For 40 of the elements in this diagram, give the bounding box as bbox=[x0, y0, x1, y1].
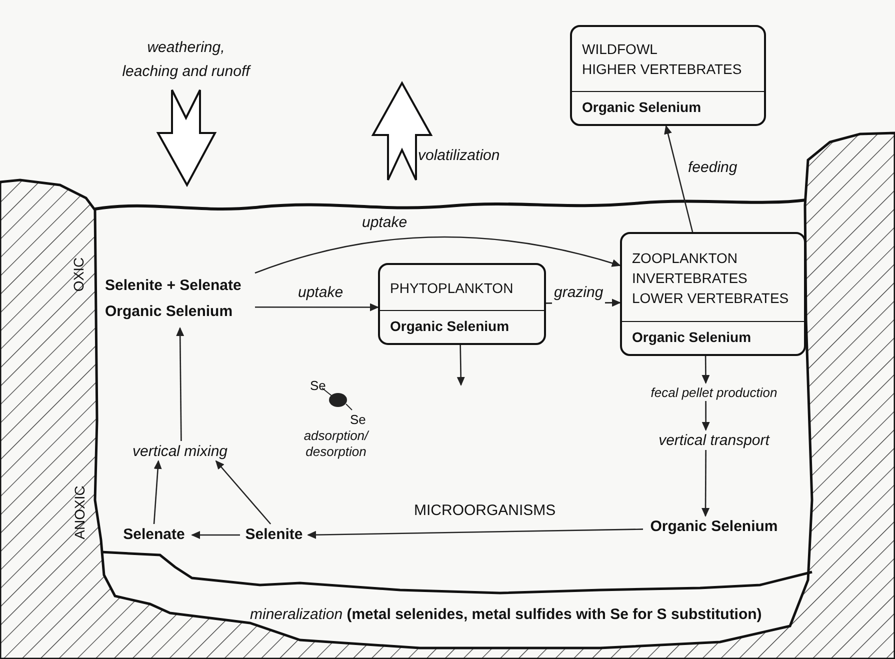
organism-label: PHYTOPLANKTON bbox=[390, 278, 514, 298]
process-label: volatilization bbox=[418, 146, 501, 166]
arrow bbox=[254, 236, 621, 274]
arrow bbox=[215, 460, 272, 524]
compartment-box bbox=[570, 25, 766, 126]
arrow bbox=[702, 356, 710, 384]
zone-label: OXIC bbox=[70, 256, 88, 294]
node-text: Organic Selenium bbox=[105, 302, 234, 322]
organism-label: ZOOPLANKTON bbox=[632, 248, 739, 268]
compound-label: Organic Selenium bbox=[632, 329, 752, 345]
node-text: vertical transport bbox=[646, 430, 782, 450]
arrow bbox=[702, 450, 710, 517]
arrow bbox=[664, 125, 694, 232]
node-text: fecal pellet production bbox=[632, 383, 796, 401]
compartment-box bbox=[620, 232, 806, 356]
arrow bbox=[702, 401, 710, 431]
arrow bbox=[191, 531, 240, 539]
node-text: Selenite + Selenate bbox=[105, 276, 242, 296]
process-label: weathering, leaching and runoff bbox=[121, 38, 252, 82]
organism-label: LOWER VERTEBRATES bbox=[632, 288, 790, 308]
node-text: adsorption/ desorption bbox=[294, 428, 378, 460]
node-text: Selenite bbox=[240, 524, 308, 546]
element-label: Se bbox=[350, 411, 367, 429]
arrow bbox=[307, 528, 644, 539]
arrow bbox=[153, 460, 162, 524]
node-text: vertical mixing bbox=[120, 441, 240, 461]
organism-label: WILDFOWL bbox=[582, 40, 658, 59]
compartment-box bbox=[378, 263, 546, 345]
zone-label: ANOXIC bbox=[70, 484, 88, 542]
node-text: Organic Selenium bbox=[643, 516, 785, 538]
compound-label: Organic Selenium bbox=[390, 318, 510, 334]
node-text: Selenate bbox=[116, 524, 192, 546]
organism-label: HIGHER VERTEBRATES bbox=[582, 60, 743, 79]
compound-label: Organic Selenium bbox=[582, 99, 702, 115]
element-label: Se bbox=[310, 377, 327, 395]
arrow bbox=[255, 303, 379, 312]
organism-label: INVERTEBRATES bbox=[632, 268, 748, 288]
process-label: mineralization (metal selenides, metal sulfides with Se for S substitution) bbox=[250, 605, 763, 625]
arrow bbox=[456, 344, 465, 386]
arrow bbox=[176, 327, 184, 441]
